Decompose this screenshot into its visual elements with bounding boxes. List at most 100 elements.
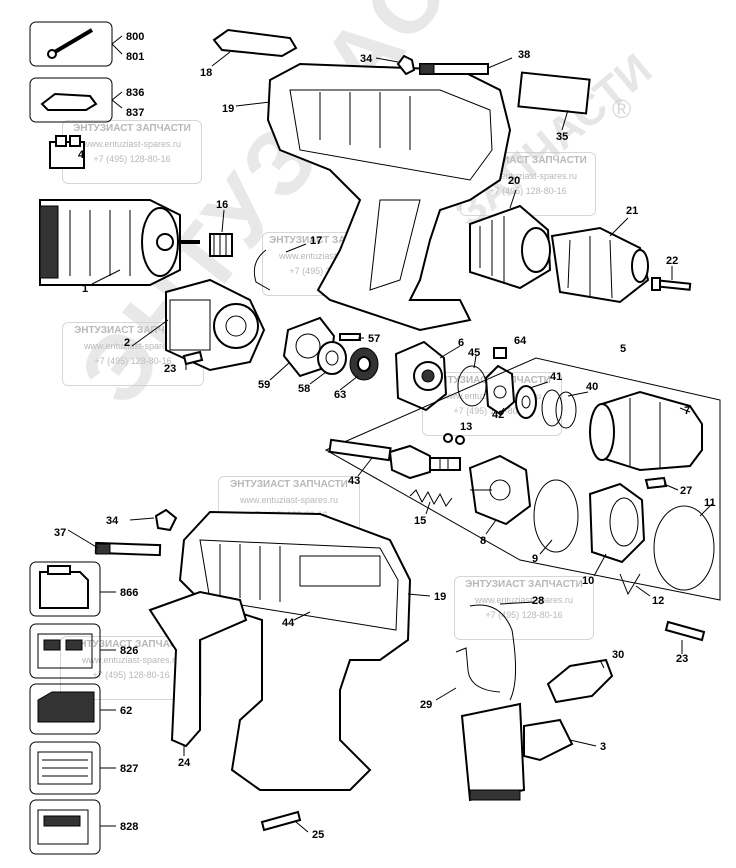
label-59: 59 [258,379,270,391]
label-837: 837 [126,107,144,119]
label-3: 3 [600,741,606,753]
label-44: 44 [282,617,295,629]
part-15-spring [409,489,453,507]
watermark-box-1: ЭНТУЗИАСТ ЗАПЧАСТИ www.entuziast-spares.… [62,120,202,184]
label-8: 8 [480,535,486,547]
part-13-balls [443,433,465,445]
label-15: 15 [414,515,426,527]
part-28-wire [469,604,517,701]
label-9: 9 [532,553,538,565]
label-41: 41 [550,371,562,383]
part-42-clutch-plate [484,364,516,416]
label-24: 24 [178,757,191,769]
label-10: 10 [582,575,594,587]
accessory-box-828 [29,799,101,855]
label-38: 38 [518,49,530,61]
label-34-lower: 34 [106,515,119,527]
watermark-phone: +7 (495) 128-80-16 [94,356,172,366]
label-64: 64 [514,335,527,347]
watermark-phone: +7 (495) 128-80-16 [92,670,170,680]
label-37: 37 [54,527,66,539]
label-57: 57 [368,333,380,345]
label-19-lower: 19 [434,591,446,603]
part-8-clutch-ring [468,454,532,526]
part-37-bit-lower [94,541,162,557]
accessory-box-826 [29,623,101,679]
label-40: 40 [586,381,598,393]
part-2-gear-housing [165,278,266,372]
label-leaders [67,51,713,833]
watermark-name: ЭНТУЗИАСТ ЗАПЧАСТИ [469,155,587,166]
housing-half-upper [266,62,512,332]
label-28: 28 [532,595,544,607]
label-23-left: 23 [164,363,176,375]
part-57-pin [339,333,361,341]
label-25: 25 [312,829,324,841]
watermark-site: www.entuziast-spares.ru [83,341,183,351]
part-11-outer-ring [653,505,715,591]
watermark-phone: +7 (495) 128-80-16 [485,610,563,620]
label-12: 12 [652,595,664,607]
label-29: 29 [420,699,432,711]
watermark-site: www.entuziast-spares.ru [239,495,339,505]
label-2: 2 [124,337,130,349]
label-826: 826 [120,645,138,657]
part-43-spindle [328,438,461,480]
label-11: 11 [704,497,716,509]
watermark-site: www.entuziast-spares.ru [278,251,378,261]
label-13: 13 [460,421,472,433]
part-16-pinion [209,233,233,257]
label-62: 62 [120,705,132,717]
accessory-box-836 [29,77,113,123]
label-16: 16 [216,199,228,211]
watermark-name: ЭНТУЗИАСТ ЗАПЧАСТИ [230,479,348,490]
leader-lines [100,35,123,827]
label-27: 27 [680,485,692,497]
watermark-site: www.entuziast-spares.ru [474,595,574,605]
part-63-planetary [349,347,379,381]
part-58-planet-carrier [317,341,347,375]
accessory-box-827 [29,741,101,795]
label-18: 18 [200,67,212,79]
label-1: 1 [82,283,88,295]
part-38-bit-top [419,63,489,75]
part-25-screw [260,810,302,832]
part-6-gear-case [394,340,448,412]
label-22: 22 [666,255,678,267]
part-22-screw [651,277,692,291]
part-20-chuck-sleeve [469,204,552,290]
label-801: 801 [126,51,144,63]
watermark-registered: ® [612,94,631,124]
watermark-name: ЭНТУЗИАСТ ЗАПЧАСТИ [72,639,190,650]
watermark-phone: +7 (495) 128-80-16 [489,186,567,196]
part-24-grip [148,590,248,748]
watermark-name: ЭНТУЗИАСТ ЗАПЧАСТИ [74,325,192,336]
part-34-clip-lower [154,508,178,532]
label-866: 866 [120,587,138,599]
label-20: 20 [508,175,520,187]
part-10-adjusting-ring [588,482,646,564]
part-30-trigger [546,658,614,704]
label-63: 63 [334,389,346,401]
watermark-name: ЭНТУЗИАСТ ЗАПЧАСТИ [73,123,191,134]
label-23-right: 23 [676,653,688,665]
accessory-box-62 [29,683,101,735]
part-35-label [517,71,591,115]
label-43: 43 [348,475,360,487]
part-29-wire [455,647,501,693]
label-5: 5 [620,343,626,355]
label-19-upper: 19 [222,103,234,115]
watermark-name: ЭНТУЗИАСТ ЗАПЧАСТИ [465,579,583,590]
label-17: 17 [310,235,322,247]
label-30: 30 [612,649,624,661]
part-41-ring [515,385,537,419]
part-27-screw [644,476,668,490]
part-1-motor [39,199,200,286]
housing-half-lower [178,510,412,791]
label-7: 7 [684,405,690,417]
accessory-box-800 [29,21,113,67]
label-6: 6 [458,337,464,349]
part-64-block [493,347,507,359]
accessory-box-866 [29,561,101,617]
